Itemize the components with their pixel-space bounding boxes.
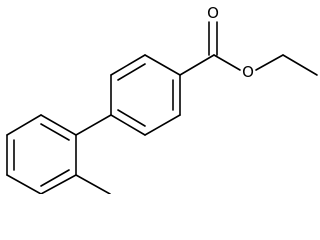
aromatic-inner-bond [40, 169, 70, 187]
bond [110, 54, 146, 76]
ester-group: O O [179, 4, 318, 81]
methyl-bond [75, 174, 111, 194]
bond [144, 114, 181, 136]
bond [40, 174, 77, 194]
ester-oxygen-label: O [242, 63, 254, 81]
bond [144, 54, 181, 76]
ester-oxygen-to-ch2-bond [255, 54, 284, 71]
benzoate-ring [110, 54, 181, 136]
ethyl-bond [282, 54, 318, 76]
bond [40, 114, 77, 136]
aromatic-inner-bond [40, 123, 70, 141]
biaryl-bond [75, 114, 112, 136]
bond [110, 114, 146, 136]
aromatic-inner-bond [117, 109, 146, 127]
aromatic-inner-bond [117, 63, 146, 81]
bond [6, 174, 42, 194]
tolyl-ring [6, 114, 77, 194]
carbonyl-oxygen-label: O [207, 4, 219, 22]
bond [6, 114, 42, 136]
carbonyl-to-ester-oxygen-bond [213, 54, 241, 71]
chemical-structure-diagram: O O [6, 4, 318, 194]
ring-to-carbonyl-bond [179, 54, 215, 76]
